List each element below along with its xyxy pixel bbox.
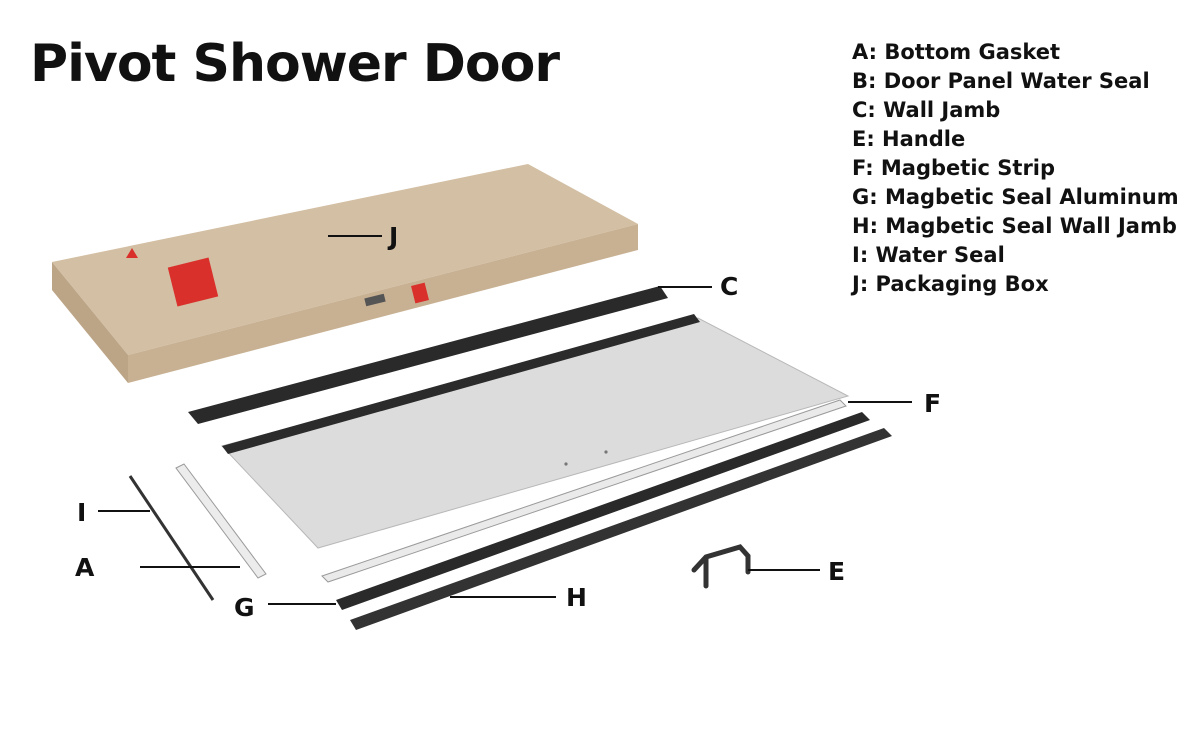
hinge-hole [564, 462, 568, 466]
callout-i: I [77, 498, 86, 527]
legend-item-f: F: Magbetic Strip [852, 156, 1056, 180]
box-top-face [52, 164, 638, 355]
legend-item-e: E: Handle [852, 127, 966, 151]
legend-item-j: J: Packaging Box [852, 272, 1049, 296]
legend-item-g: G: Magbetic Seal Aluminum [852, 185, 1179, 209]
magnetic-seal-wall-jamb-part [350, 428, 892, 630]
box-warning-label [167, 257, 219, 307]
legend-item-a: A: Bottom Gasket [852, 40, 1061, 64]
callout-a: A [75, 553, 95, 582]
packaging-box [52, 164, 638, 383]
door-panel-water-seal-bar [222, 314, 700, 454]
water-seal-part [128, 475, 215, 601]
legend-item-b: B: Door Panel Water Seal [852, 69, 1150, 93]
callout-c: C [720, 272, 738, 301]
callout-g: G [234, 593, 255, 622]
callout-f: F [924, 389, 941, 418]
bottom-gasket-part [175, 463, 267, 579]
glass-panel [221, 314, 850, 549]
parts-legend: A: Bottom Gasket B: Door Panel Water Sea… [852, 38, 1179, 299]
wall-jamb-bar [188, 286, 668, 424]
legend-item-c: C: Wall Jamb [852, 98, 1001, 122]
callout-e: E [828, 557, 845, 586]
magnetic-strip-part [321, 399, 847, 583]
legend-item-h: H: Magbetic Seal Wall Jamb [852, 214, 1177, 238]
hinge-hole [604, 450, 608, 454]
box-barcode [364, 293, 386, 307]
box-front-face [52, 262, 128, 383]
callout-h: H [566, 583, 587, 612]
box-side-label [411, 282, 429, 304]
legend-item-i: I: Water Seal [852, 243, 1005, 267]
leader-lines [98, 235, 912, 605]
callout-j: J [387, 222, 398, 251]
handle-part [691, 544, 751, 589]
handle-shape [691, 544, 751, 589]
magnetic-seal-aluminum-part [336, 412, 870, 610]
page-title: Pivot Shower Door [30, 34, 560, 94]
box-warning-triangle [126, 248, 138, 258]
wall-jamb-part [188, 286, 668, 424]
box-side-face [128, 224, 638, 383]
